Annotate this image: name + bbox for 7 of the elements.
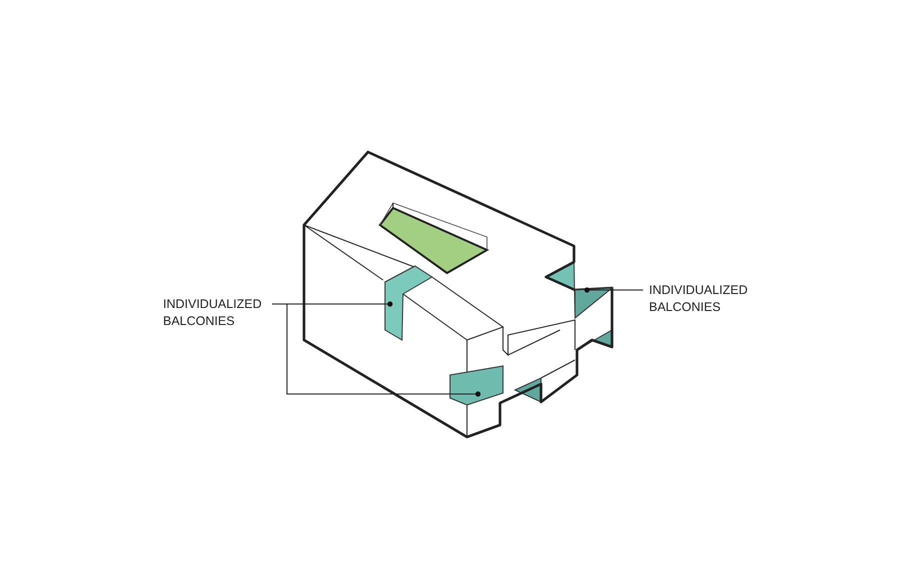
balcony — [574, 287, 614, 320]
callout-label: INDIVIDUALIZED BALCONIES — [163, 296, 263, 330]
leader-line — [584, 287, 644, 293]
balcony — [450, 365, 504, 406]
balcony — [384, 265, 433, 341]
leader-line — [272, 304, 481, 397]
callout-label: INDIVIDUALIZED BALCONIES — [649, 282, 749, 316]
